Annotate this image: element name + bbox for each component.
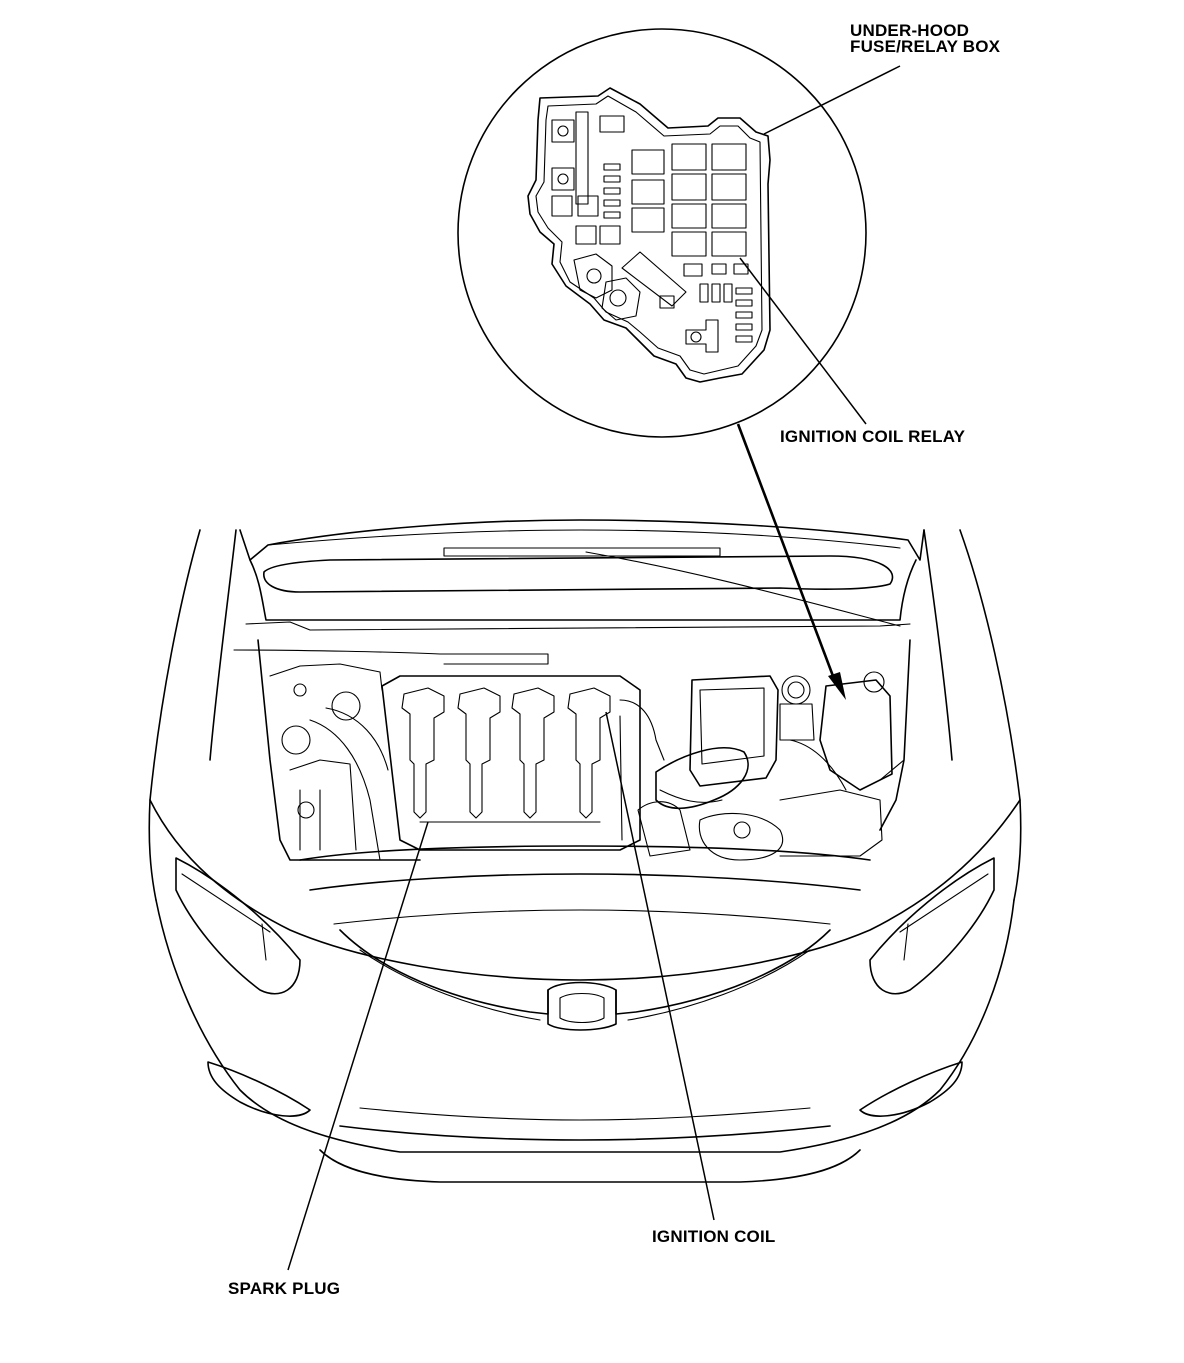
fuse-relay-box (527, 87, 771, 383)
engine-bay (269, 663, 905, 861)
ignition-coil-relay-label: IGNITION COIL RELAY (780, 427, 966, 446)
leader-ignition-coil (605, 711, 715, 1221)
ignition-coil-label: IGNITION COIL (652, 1227, 776, 1246)
leader-fuse-box (763, 65, 901, 135)
fuse-box-label-line2: FUSE/RELAY BOX (850, 37, 1001, 56)
coil-1 (401, 687, 445, 819)
car-body (148, 519, 1022, 1183)
zoom-pointer-arrowhead (828, 672, 846, 700)
spark-plug-label: SPARK PLUG (228, 1279, 341, 1298)
leader-lines (287, 65, 901, 1271)
coil-3 (511, 687, 555, 819)
coil-2 (457, 687, 501, 819)
zoom-circle (457, 28, 867, 438)
zoom-pointer-line (736, 423, 838, 685)
fuse-box-label-line1: UNDER-HOOD (850, 21, 970, 40)
leader-ignition-coil-relay (739, 257, 867, 425)
leader-spark-plug (287, 821, 429, 1271)
coil-4 (567, 687, 611, 819)
